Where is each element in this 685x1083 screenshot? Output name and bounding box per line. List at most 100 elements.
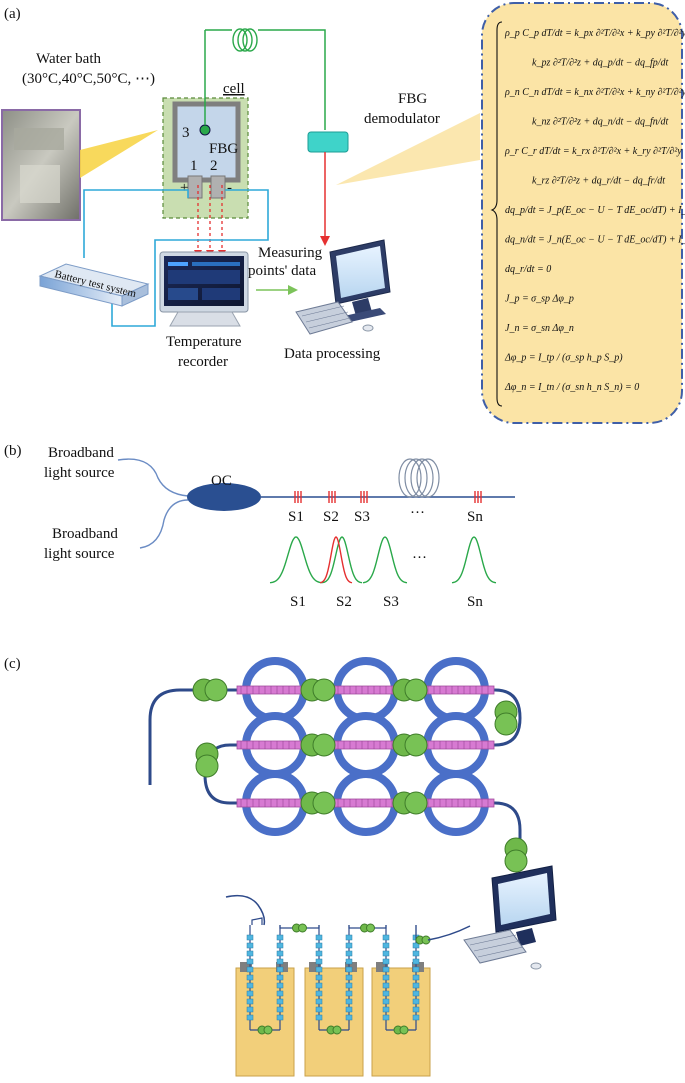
fbg-segment	[315, 950, 323, 957]
fbg-demodulator-device	[307, 131, 349, 153]
fbg-segment	[246, 1014, 254, 1021]
panel-b: (b) Broadband light source Broadband lig…	[4, 443, 515, 610]
fbg-segment	[345, 1006, 353, 1013]
spectrum-peak-s1	[269, 536, 323, 584]
fbg-segment	[315, 1014, 323, 1021]
photo-callout	[80, 130, 158, 178]
fbg-segment	[412, 990, 420, 997]
minus-terminal-label: -	[227, 180, 232, 196]
data-processing-label: Data processing	[284, 346, 381, 362]
fbg-segment	[382, 990, 390, 997]
fbg-segment	[246, 998, 254, 1005]
fiber-connector	[494, 712, 518, 736]
fbg-segment	[246, 958, 254, 965]
positive-tab	[187, 175, 203, 199]
signal-arrowhead	[320, 236, 330, 246]
optical-coupler	[187, 483, 261, 511]
fbg-segment	[345, 966, 353, 973]
fbg-segment	[412, 974, 420, 981]
negative-tab	[210, 175, 226, 199]
grating-bar	[417, 798, 495, 808]
fbg-segment	[345, 1014, 353, 1021]
equation-line: dq_n/dt = J_n(E_oc − U − T dE_oc/dT) + I…	[505, 235, 685, 246]
fbg-segment	[412, 950, 420, 957]
cell-terminal	[309, 962, 321, 972]
fbg-demodulator-label-1: FBG	[398, 91, 427, 107]
battery-ring-array	[236, 657, 495, 836]
fbg-segment	[246, 990, 254, 997]
fbg-segment	[382, 966, 390, 973]
equation-line: Δφ_p = I_tp / (σ_sp h_p S_p)	[504, 353, 623, 364]
fbg-segment	[345, 942, 353, 949]
fiber-connector	[404, 791, 428, 815]
cell-terminal	[240, 962, 252, 972]
cell-terminal	[376, 962, 388, 972]
lower-battery-cell	[235, 967, 295, 1077]
equation-line: k_rz ∂²T/∂²z + dq_r/dt − dq_fr/dt	[532, 176, 665, 187]
fbg-segment	[246, 934, 254, 941]
grating-bar	[417, 685, 495, 695]
temperature-recorder	[159, 251, 249, 327]
fbg-segment	[276, 1006, 284, 1013]
point-3-label: 3	[182, 125, 190, 141]
panel-b-label: (b)	[4, 443, 22, 459]
source-bottom-label-2: light source	[44, 546, 115, 562]
spectrum-label-s1: S1	[290, 594, 306, 610]
spectrum-peak-s2-shifted	[319, 536, 353, 584]
equation-line: ρ_r C_r dT/dt = k_rx ∂²T/∂²x + k_ry ∂²T/…	[504, 146, 685, 157]
fbg-segment	[412, 966, 420, 973]
fiber-connector	[312, 791, 336, 815]
fbg-segment	[412, 982, 420, 989]
fiber-connector	[404, 678, 428, 702]
equation-brace	[490, 21, 503, 407]
lower-battery-cell	[371, 967, 431, 1077]
fbg-segment	[382, 998, 390, 1005]
fiber-connector	[332, 1025, 342, 1035]
fbg-demodulator-label-2: demodulator	[364, 111, 440, 127]
source-top-label-2: light source	[44, 465, 115, 481]
equation-line: J_n = σ_sn Δφ_n	[505, 323, 574, 334]
fiber-spool	[398, 458, 440, 498]
equation-line: ρ_p C_p dT/dt = k_px ∂²T/∂²x + k_py ∂²T/…	[504, 28, 685, 39]
fiber-to-demodulator	[258, 29, 326, 130]
fbg-segment	[382, 1006, 390, 1013]
equation-line: ρ_n C_n dT/dt = k_nx ∂²T/∂²x + k_ny ∂²T/…	[504, 87, 685, 98]
fiber-to-computer	[427, 925, 471, 941]
lead-in-fiber	[225, 894, 266, 926]
temperature-recorder-label-2: recorder	[178, 354, 228, 370]
monitoring-computer	[463, 865, 557, 970]
fiber-connector	[504, 849, 528, 873]
fbg-segment	[276, 974, 284, 981]
fiber-connector	[204, 678, 228, 702]
point-1-label: 1	[190, 158, 198, 174]
battery-test-system: Battery test system	[38, 263, 150, 307]
fbg-segment	[345, 950, 353, 957]
fbg-segment	[382, 982, 390, 989]
fiber-connector	[263, 1025, 273, 1035]
fbg-segment	[315, 934, 323, 941]
fbg-sensor-point	[199, 124, 211, 136]
fiber-coil	[232, 28, 258, 52]
sensor-ellipsis: ···	[410, 505, 425, 521]
measuring-label-1: Measuring	[258, 245, 323, 261]
plus-terminal-label: +	[180, 180, 188, 196]
photo-detail	[20, 165, 60, 203]
sensor-label-s2: S2	[323, 509, 339, 525]
data-processing-computer	[295, 239, 391, 335]
fbg-segment	[276, 990, 284, 997]
equation-line: k_pz ∂²T/∂²z + dq_p/dt − dq_fp/dt	[532, 58, 669, 69]
fbg-segment	[382, 974, 390, 981]
fiber-connector	[404, 733, 428, 757]
source-bottom-label-1: Broadband	[52, 526, 118, 542]
spectrum-ellipsis: ···	[412, 550, 427, 566]
sensor-label-sn: Sn	[467, 509, 483, 525]
fbg-segment	[412, 998, 420, 1005]
temperature-range-label: (30°C,40°C,50°C, ⋯)	[22, 71, 155, 87]
fiber-connector	[195, 754, 219, 778]
sensor-label-s3: S3	[354, 509, 370, 525]
point-2-label: 2	[210, 158, 218, 174]
fbg-segment	[382, 950, 390, 957]
panel-c: (c)	[4, 656, 557, 1077]
fbg-segment	[315, 998, 323, 1005]
